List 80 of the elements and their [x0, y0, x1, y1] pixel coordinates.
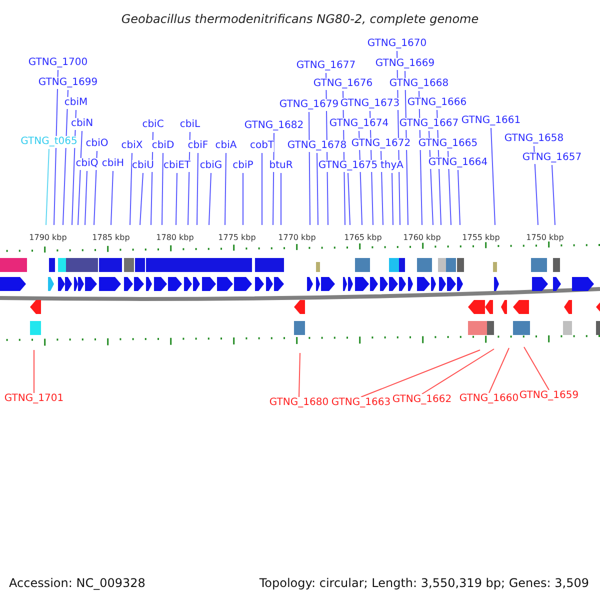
scale-label: 1780 kbp	[156, 233, 194, 243]
gene-label: GTNG_t065	[20, 136, 78, 148]
gene-label: GTNG_1667	[399, 118, 459, 130]
gene-label: GTNG_1675	[318, 160, 378, 172]
scale-label: 1785 kbp	[92, 233, 130, 243]
leader-line	[196, 152, 198, 226]
gene-label: cobT	[250, 140, 274, 152]
leader-line	[272, 132, 274, 226]
gene-label: GTNG_1662	[392, 394, 452, 406]
gene-label: GTNG_1672	[351, 138, 411, 150]
scale-label: 1760 kbp	[403, 233, 441, 243]
leader-line	[360, 350, 480, 398]
leader-line	[78, 130, 82, 226]
gene-label: GTNG_1700	[28, 57, 88, 69]
gene-label: GTNG_1664	[428, 157, 488, 169]
gene-label: cbiN	[70, 118, 94, 130]
gene-label: cbiD	[152, 140, 174, 152]
leader-line	[110, 170, 114, 226]
gene-label: GTNG_1679	[279, 99, 339, 111]
gene-label: GTNG_1660	[459, 393, 519, 405]
footer-text: Topology: circular; Length: 3,550,319 bp; Genes: 3,509	[259, 575, 589, 592]
gene-label: GTNG_1682	[244, 120, 304, 132]
gene-label: GTNG_1670	[367, 38, 427, 50]
gene-label: GTNG_1674	[329, 118, 389, 130]
leader-line	[242, 172, 244, 226]
scale-label: 1775 kbp	[218, 233, 256, 243]
gene-label: cbiM	[64, 97, 88, 109]
title: Geobacillus thermodenitrificans NG80-2, complete genome	[121, 11, 479, 28]
scale-label: 1770 kbp	[278, 233, 316, 243]
leader-line	[488, 348, 510, 394]
leader-line	[162, 152, 164, 226]
leader-line	[72, 110, 76, 226]
gene-label: GTNG_1680	[269, 397, 329, 409]
gene-label: GTNG_1658	[504, 133, 564, 145]
scale-label: 1750 kbp	[526, 233, 564, 243]
leader-line	[208, 172, 212, 226]
gene-label: GTNG_1673	[340, 98, 400, 110]
gene-label: GTNG_1666	[407, 97, 467, 109]
leader-line	[348, 172, 350, 226]
leader-line	[380, 150, 384, 226]
leader-line	[224, 152, 226, 226]
leader-line	[308, 112, 310, 226]
leader-line	[130, 152, 132, 226]
gene-label: GTNG_1665	[418, 138, 478, 150]
leader-line	[62, 90, 68, 226]
gene-label: cbiET	[163, 160, 191, 172]
gene-label: GTNG_1661	[461, 115, 521, 127]
gene-label: GTNG_1663	[331, 397, 391, 409]
leader-line	[46, 148, 50, 226]
leader-line	[298, 352, 300, 398]
scale-label: 1790 kbp	[29, 233, 67, 243]
leader-line	[140, 172, 144, 226]
footer-text: Accession: NC_009328	[9, 575, 146, 592]
leader-line	[176, 172, 178, 226]
leader-line	[54, 70, 58, 226]
gene-label: GTNG_1676	[313, 78, 373, 90]
gene-label: GTNG_1657	[522, 152, 582, 164]
leader-line	[552, 164, 556, 226]
leader-line	[458, 170, 460, 226]
leader-line	[280, 172, 282, 226]
leader-line	[422, 348, 494, 394]
gene-label: cbiF	[188, 140, 208, 152]
gene-label: thyA	[380, 160, 404, 172]
leader-line	[392, 172, 394, 226]
leader-line	[524, 346, 550, 390]
leader-line	[316, 152, 318, 226]
gene-label: GTNG_1659	[519, 390, 579, 402]
gene-label: GTNG_1678	[287, 140, 347, 152]
scale-label: 1755 kbp	[462, 233, 500, 243]
leader-line	[84, 170, 88, 226]
gene-label: GTNG_1677	[296, 60, 356, 72]
leader-line	[490, 128, 496, 226]
gene-label: btuR	[269, 160, 293, 172]
scale-label: 1765 kbp	[344, 233, 382, 243]
gene-label: GTNG_1669	[375, 58, 435, 70]
gene-label: GTNG_1701	[4, 393, 64, 405]
gene-label: cbiQ	[76, 158, 98, 170]
gene-label: GTNG_1668	[389, 78, 449, 90]
gene-label: cbiU	[132, 160, 154, 172]
gene-label: GTNG_1699	[38, 77, 98, 89]
